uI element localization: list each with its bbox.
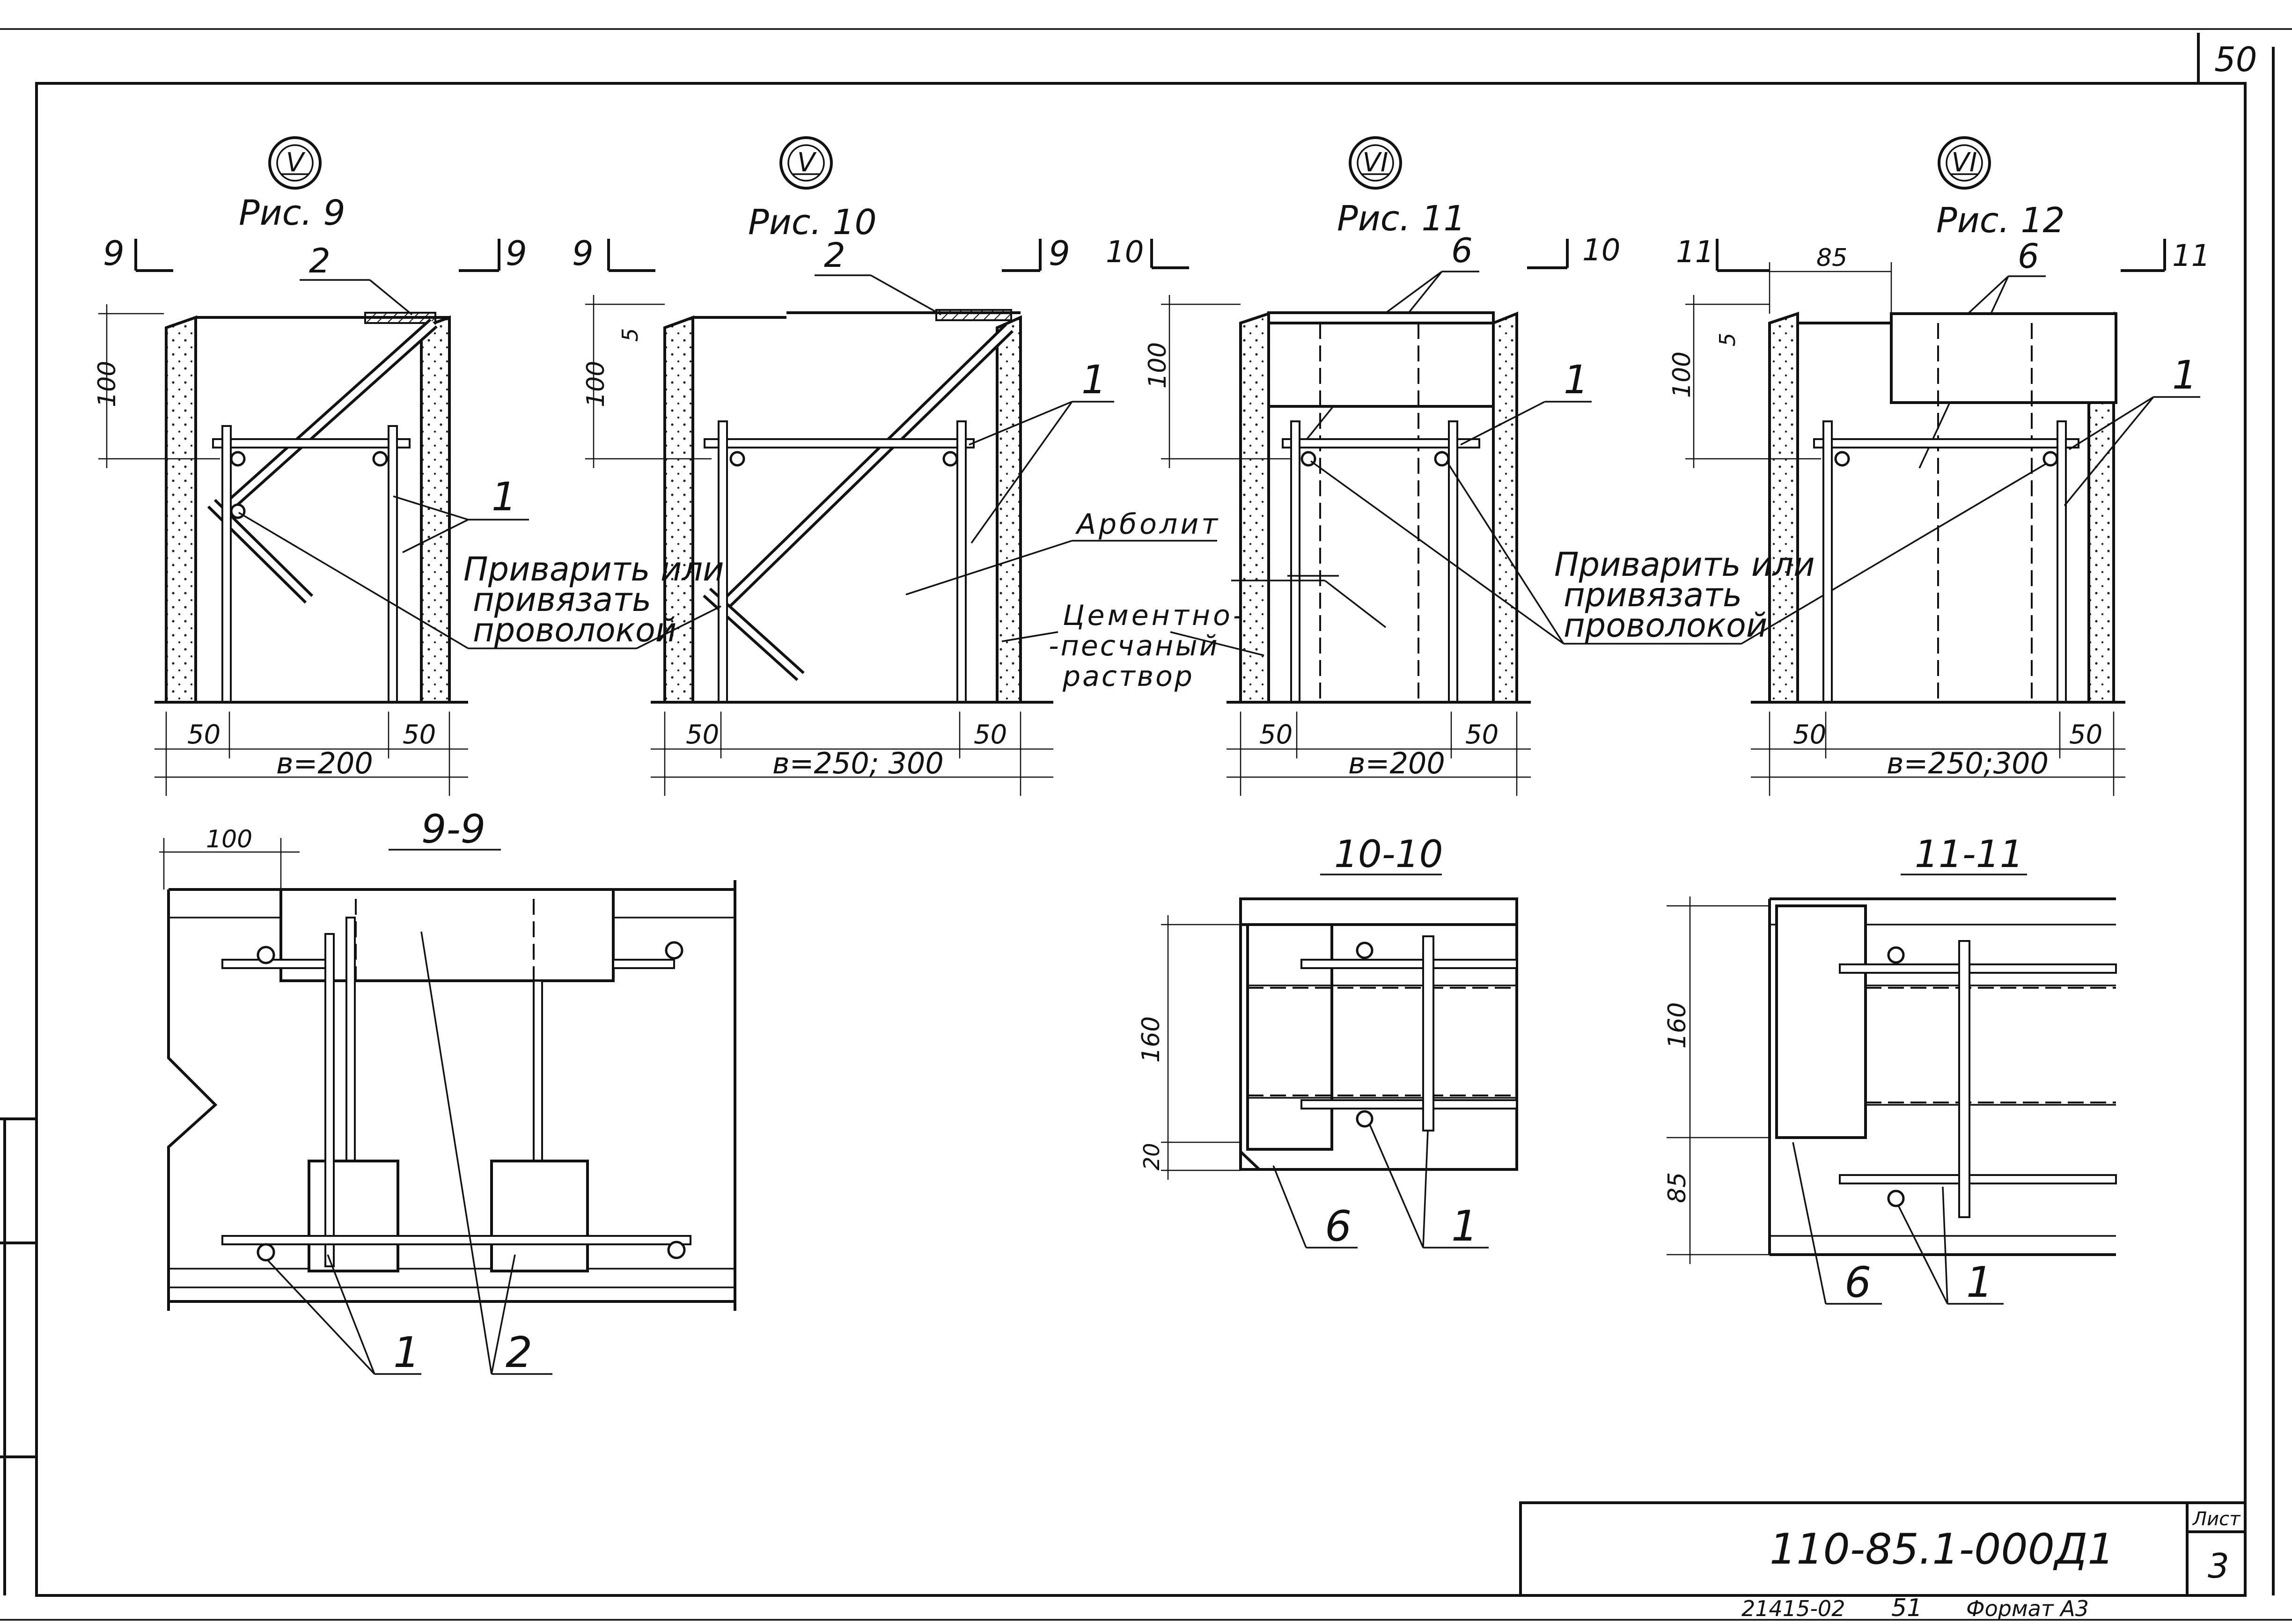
part-label-fig10: 2 [824, 235, 845, 275]
callouts-left: 1 Приварить или привязать проволокой 1 А… [238, 357, 1264, 693]
rebar-callout-fig9: 1 [492, 474, 516, 520]
width-dim-fig11: в=200 [1348, 746, 1445, 780]
rebar-callout-fig12: 1 [2172, 352, 2197, 398]
edge-dim-right-fig9: 50 [403, 720, 436, 750]
edge-dim-left-fig11: 50 [1259, 720, 1293, 750]
node-mark-fig11: VI [1363, 147, 1388, 178]
width-dim-fig10: в=250; 300 [772, 746, 944, 780]
height-dim-fig11: 100 [1144, 342, 1172, 389]
weld-note-line2-a: привязать [473, 581, 651, 619]
section-mark-left-fig12: 11 [1676, 235, 1714, 270]
node-mark-fig9: V [286, 147, 306, 178]
weld-note-line3-b: проволокой [1564, 606, 1767, 645]
section-9-9: 9-9 100 1 2 [159, 806, 736, 1377]
width-dim-fig12: в=250;300 [1887, 746, 2049, 780]
sheet-frame [0, 28, 2292, 1621]
part-label-10-10: 6 [1325, 1202, 1352, 1251]
edge-dim-left-fig12: 50 [1793, 720, 1826, 750]
stamp-sheet-number: 3 [2208, 1546, 2229, 1586]
figure-11: VI Рис. 11 10 10 6 100 50 50 [1106, 136, 1620, 796]
stamp-document-code: 110-85.1-000Д1 [1770, 1525, 2114, 1574]
gap-dim-fig10: 5 [617, 328, 643, 342]
section-mark-right-fig12: 11 [2172, 239, 2210, 273]
mortar-label-line2: -песчаный [1049, 630, 1219, 662]
mortar-label-line3: раствор [1062, 660, 1194, 693]
section-mark-right-fig11: 10 [1582, 233, 1620, 268]
part-label-fig12: 6 [2018, 236, 2039, 276]
copy-number: 51 [1891, 1594, 1922, 1622]
title-block [1519, 1501, 2247, 1597]
mortar-label-line1: Цементно- [1063, 599, 1246, 632]
caption-fig10: Рис. 10 [748, 202, 877, 242]
edge-dim-right-fig11: 50 [1465, 720, 1499, 750]
edge-dim-left-fig9: 50 [187, 720, 220, 750]
section-10-10: 10-10 160 20 6 1 [1137, 832, 1518, 1251]
caption-fig12: Рис. 12 [1936, 200, 2065, 241]
part-label-9-9: 2 [506, 1328, 532, 1377]
weld-note-line3-a: проволокой [473, 611, 676, 649]
rebar-callout-fig11: 1 [1564, 357, 1588, 403]
section-title-10-10: 10-10 [1334, 832, 1443, 876]
format-label: Формат А3 [1966, 1596, 2089, 1621]
dim-top-9-9: 100 [206, 825, 252, 853]
part-label-fig9: 2 [309, 241, 331, 280]
arbolite-label: Арболит [1075, 508, 1220, 541]
caption-fig11: Рис. 11 [1337, 198, 1466, 239]
dim-main-11-11: 160 [1663, 1002, 1691, 1049]
node-mark-fig10: V [797, 147, 817, 178]
dim-main-10-10: 160 [1137, 1016, 1165, 1063]
dim-small-10-10: 20 [1139, 1143, 1164, 1170]
dim-small-11-11: 85 [1663, 1172, 1691, 1203]
edge-dim-left-fig10: 50 [686, 720, 719, 750]
figure-12: VI Рис. 12 11 11 6 100 5 85 [1668, 136, 2210, 796]
section-title-11-11: 11-11 [1915, 832, 2023, 876]
figure-10: V Рис. 10 9 9 2 100 5 [572, 136, 1070, 796]
caption-fig9: Рис. 9 [239, 193, 345, 233]
rebar-callout-fig10: 1 [1081, 357, 1106, 403]
rebar-label-10-10: 1 [1451, 1202, 1478, 1251]
height-dim-fig9: 100 [93, 361, 121, 407]
edge-dim-right-fig10: 50 [974, 720, 1007, 750]
edge-dim-right-fig12: 50 [2069, 720, 2102, 750]
rebar-label-9-9: 1 [393, 1328, 420, 1377]
corner-sheet-number: 50 [2214, 40, 2257, 79]
height-dim-fig12: 100 [1668, 352, 1696, 398]
archive-number: 21415-02 [1741, 1596, 1845, 1621]
figure-9: V Рис. 9 9 9 2 100 [93, 136, 527, 796]
section-mark-left-fig9: 9 [103, 234, 125, 273]
section-mark-right-fig9: 9 [506, 234, 527, 273]
width-dim-fig9: в=200 [276, 746, 373, 780]
section-mark-left-fig10: 9 [572, 234, 594, 273]
section-mark-left-fig11: 10 [1106, 235, 1144, 270]
section-title-9-9: 9-9 [421, 806, 485, 852]
weld-note-line2-b: привязать [1564, 576, 1742, 614]
section-mark-right-fig10: 9 [1049, 234, 1070, 273]
height-dim-fig10: 100 [582, 361, 610, 407]
node-mark-fig12: VI [1952, 147, 1977, 178]
stamp-sheet-label: Лист [2192, 1508, 2241, 1530]
section-11-11: 11-11 160 85 6 1 [1663, 832, 2117, 1307]
offset-dim-fig12: 85 [1816, 244, 1847, 272]
gap-dim-fig12: 5 [1715, 333, 1740, 346]
part-label-11-11: 6 [1844, 1258, 1871, 1307]
callouts-right: Приварить или привязать проволокой [1231, 460, 2051, 645]
part-label-fig11: 6 [1451, 231, 1473, 270]
rebar-label-11-11: 1 [1966, 1258, 1993, 1307]
weld-note-line1-a: Приварить или [463, 550, 724, 588]
